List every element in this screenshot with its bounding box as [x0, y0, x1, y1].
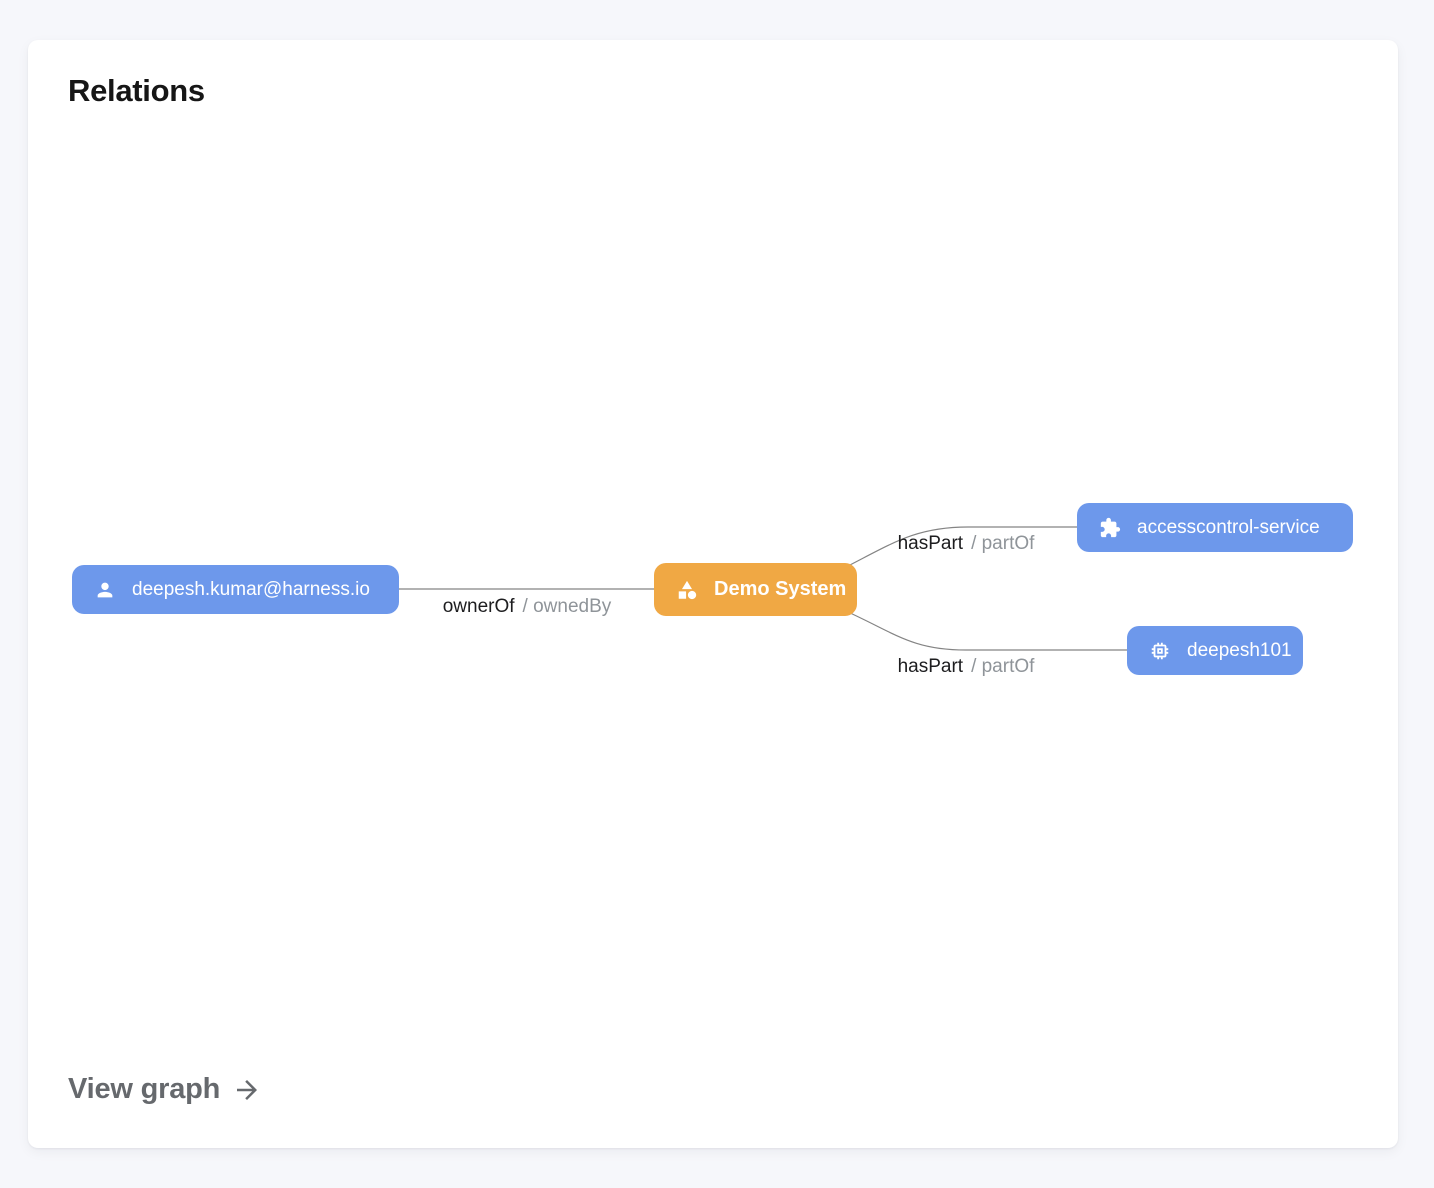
edge-label-owner: ownerOf / ownedBy	[443, 596, 612, 618]
edge-label-secondary: / partOf	[971, 656, 1035, 677]
relations-graph: ownerOf / ownedBy hasPart / partOf hasPa…	[28, 40, 1398, 1148]
edge-label-primary: hasPart	[897, 656, 964, 677]
node-system[interactable]: Demo System	[654, 563, 857, 616]
node-label: accesscontrol-service	[1137, 516, 1320, 538]
view-graph-link[interactable]: View graph	[68, 1073, 262, 1106]
arrow-right-icon	[232, 1075, 262, 1105]
edge-label-haspart-service: hasPart / partOf	[898, 533, 1035, 555]
edge-label-primary: hasPart	[897, 533, 964, 554]
edge-label-secondary: / ownedBy	[522, 596, 612, 617]
page-title: Relations	[68, 73, 205, 108]
puzzle-icon	[1099, 517, 1121, 539]
node-component[interactable]: deepesh101	[1127, 626, 1303, 675]
edge-label-primary: ownerOf	[442, 596, 515, 617]
node-user[interactable]: deepesh.kumar@harness.io	[72, 565, 399, 614]
node-label: deepesh101	[1187, 639, 1292, 661]
chip-icon	[1149, 640, 1171, 662]
node-label: Demo System	[714, 578, 847, 600]
edge-label-haspart-component: hasPart / partOf	[898, 656, 1035, 678]
edge-haspart-component	[847, 611, 1127, 651]
edge-label-secondary: / partOf	[971, 533, 1035, 554]
person-icon	[94, 579, 116, 601]
node-service[interactable]: accesscontrol-service	[1077, 503, 1353, 552]
category-icon	[676, 579, 698, 601]
view-graph-label: View graph	[68, 1073, 221, 1105]
relations-card: Relations ownerOf / ownedBy hasPart / pa…	[28, 40, 1398, 1148]
node-label: deepesh.kumar@harness.io	[132, 578, 370, 600]
